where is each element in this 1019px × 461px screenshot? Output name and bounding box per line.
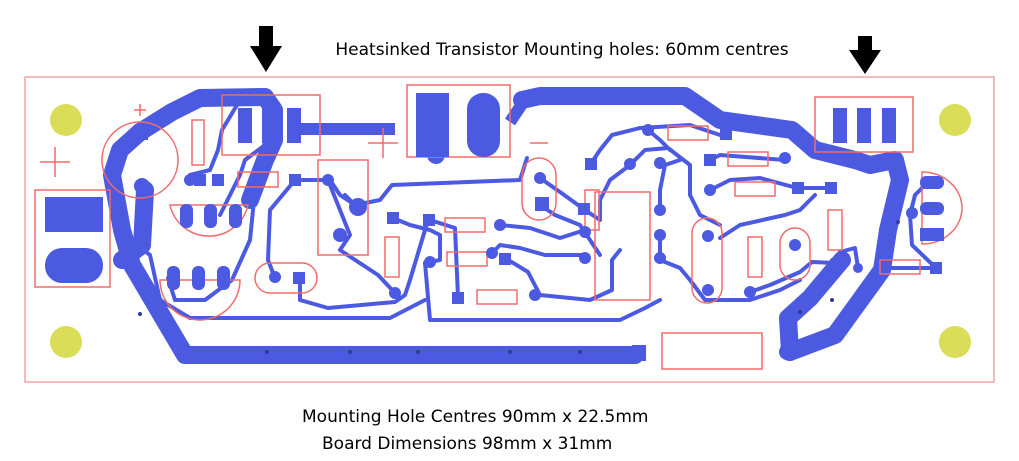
resistor-outline — [727, 151, 769, 167]
mounting-hole — [939, 104, 971, 136]
transistor-outline — [221, 94, 321, 156]
silkscreen-layer — [34, 84, 963, 370]
vias — [138, 220, 900, 354]
large-pads — [45, 93, 500, 283]
resistor-outline — [444, 217, 486, 233]
resistor-outline — [446, 251, 488, 267]
connector-outline — [661, 332, 763, 370]
mounting-hole — [50, 326, 82, 358]
down-arrow-icon — [849, 36, 881, 74]
resistor-outline — [384, 236, 400, 278]
board-dimensions-note: Board Dimensions 98mm x 31mm — [322, 434, 613, 454]
resistor-outline — [827, 209, 843, 251]
diagram-title: Heatsinked Transistor Mounting holes: 60… — [335, 40, 789, 60]
resistor-outline — [734, 181, 776, 197]
resistor-outline — [747, 236, 763, 278]
capacitor-outline — [101, 121, 179, 199]
diode-outline — [521, 157, 557, 221]
round-pads — [134, 124, 918, 360]
ic-outline — [594, 191, 651, 301]
pad — [416, 93, 449, 157]
resistor-outline — [667, 125, 709, 141]
board-outline — [24, 76, 995, 383]
polarity-marks — [40, 104, 548, 177]
transistor-outline — [169, 204, 249, 237]
mounting-holes — [50, 104, 971, 358]
capacitor-outline — [317, 159, 369, 256]
resistor-outline — [191, 119, 205, 166]
resistor-outline — [879, 259, 921, 275]
pad — [467, 93, 500, 157]
resistor-outline — [476, 289, 518, 305]
dc-jack-outline — [34, 189, 111, 288]
signal-tracks — [128, 98, 938, 322]
pad — [45, 197, 103, 232]
transistor-outline — [921, 171, 963, 245]
transistor-outline — [159, 279, 241, 321]
resistor-outline — [237, 171, 279, 188]
mounting-hole — [50, 104, 82, 136]
diode-outline — [691, 217, 723, 304]
transistor-pads — [167, 108, 944, 290]
track — [505, 100, 527, 126]
pad — [45, 248, 103, 283]
transistor-outline — [814, 96, 914, 153]
mounting-hole-note: Mounting Hole Centres 90mm x 22.5mm — [302, 407, 649, 427]
transistor-outline — [406, 84, 511, 158]
square-pads — [134, 126, 942, 361]
diode-outline — [254, 262, 318, 294]
down-arrow-icon — [250, 26, 282, 72]
mounting-hole — [939, 326, 971, 358]
diode-outline — [779, 227, 811, 281]
